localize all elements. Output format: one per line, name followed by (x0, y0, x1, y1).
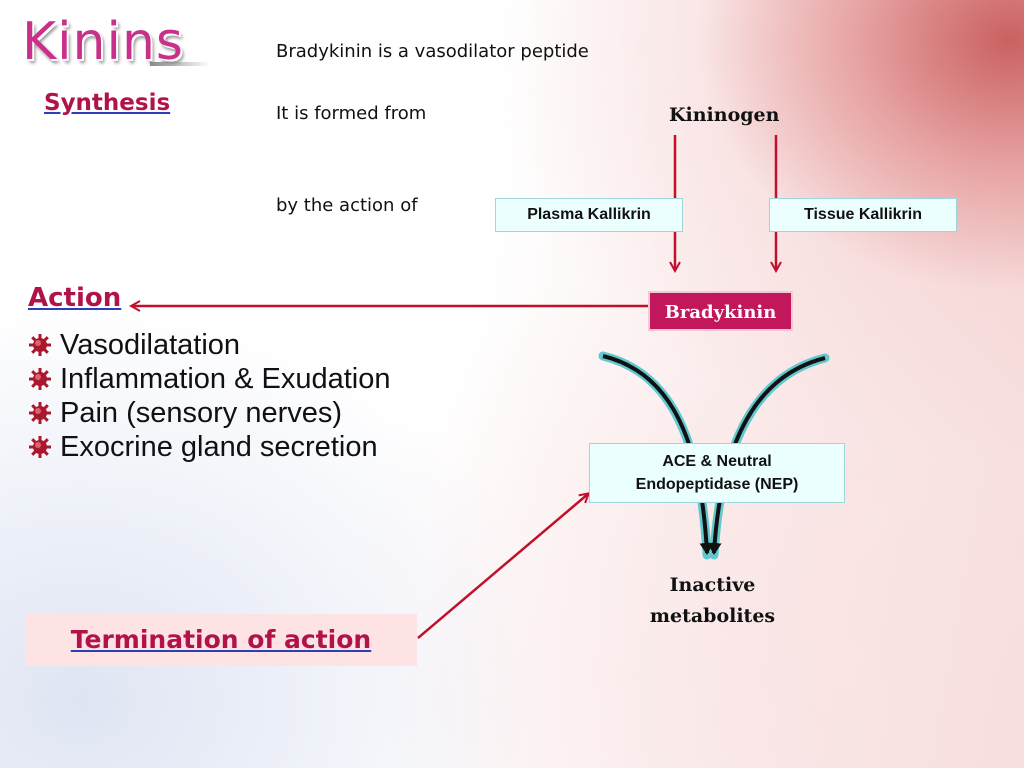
bradykinin-box: Bradykinin (648, 291, 793, 331)
enzyme-line-2: Endopeptidase (NEP) (635, 476, 799, 493)
statement-formed-from: It is formed from (276, 103, 427, 124)
action-list: Vasodilatation Inflammation & Exudation … (28, 328, 390, 464)
action-heading: Action (28, 283, 122, 313)
list-item: Inflammation & Exudation (28, 362, 390, 396)
enzyme-box: ACE & Neutral Endopeptidase (NEP) (589, 443, 845, 503)
inactive-line-1: Inactive (669, 574, 756, 596)
arrow-termination-enzyme (417, 494, 588, 639)
action-item-label: Vasodilatation (60, 329, 241, 361)
termination-label: Termination of action (70, 625, 372, 654)
list-item: Vasodilatation (28, 328, 390, 362)
synthesis-heading: Synthesis (44, 90, 171, 116)
curved-arrow-left (602, 354, 714, 555)
action-item-label: Pain (sensory nerves) (60, 397, 343, 429)
statement-action-of: by the action of (276, 195, 418, 216)
gear-bullet-icon (29, 334, 51, 356)
termination-box: Termination of action (25, 614, 417, 666)
inactive-line-2: metabolites (649, 605, 776, 627)
gear-bullet-icon (29, 368, 51, 390)
gear-bullet-icon (29, 402, 51, 424)
action-item-label: Inflammation & Exudation (60, 363, 391, 395)
title-underline (150, 62, 210, 66)
plasma-kallikrin-box: Plasma Kallikrin (495, 198, 683, 232)
list-item: Exocrine gland secretion (28, 430, 390, 464)
list-item: Pain (sensory nerves) (28, 396, 390, 430)
enzyme-line-1: ACE & Neutral (662, 453, 772, 470)
statement-vasodilator: Bradykinin is a vasodilator peptide (276, 41, 589, 62)
inactive-metabolites-label: Inactive metabolites (640, 570, 785, 632)
kininogen-label: Kininogen (669, 104, 780, 126)
action-item-label: Exocrine gland secretion (60, 431, 378, 463)
tissue-kallikrin-box: Tissue Kallikrin (769, 198, 957, 232)
gear-bullet-icon (29, 436, 51, 458)
curved-arrow-right (707, 356, 826, 555)
